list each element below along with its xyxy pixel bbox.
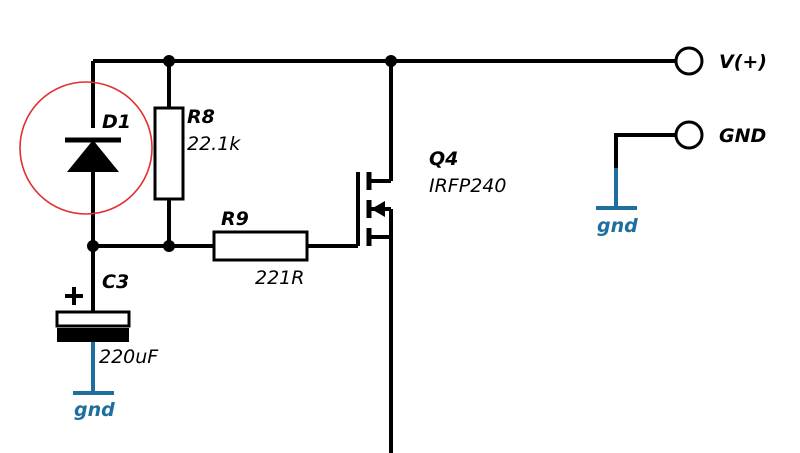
diode-d1 xyxy=(65,137,121,172)
resistor-r8 xyxy=(153,106,185,201)
c3-ref-label: C3 xyxy=(102,271,129,293)
gnd-terminal-label: GND xyxy=(719,125,766,147)
mosfet-q4 xyxy=(356,61,393,453)
junction-dot xyxy=(87,240,99,252)
junction-dot xyxy=(163,55,175,67)
q4-ref-label: Q4 xyxy=(429,148,458,170)
q4-value-label: IRFP240 xyxy=(429,175,506,197)
gnd-terminal xyxy=(674,120,704,150)
r9-value-label: 221R xyxy=(255,267,304,289)
r8-ref-label: R8 xyxy=(187,106,215,128)
vplus-terminal-label: V(+) xyxy=(719,51,767,73)
junction-dot xyxy=(163,240,175,252)
c3-value-label: 220uF xyxy=(99,346,159,368)
vplus-terminal xyxy=(674,46,704,76)
d1-highlight-circle xyxy=(19,81,153,215)
left-ground-label: gnd xyxy=(74,399,115,421)
right-ground-label: gnd xyxy=(597,215,638,237)
resistor-r9 xyxy=(212,230,309,262)
d1-ref-label: D1 xyxy=(102,111,131,133)
junction-dot xyxy=(385,55,397,67)
r8-value-label: 22.1k xyxy=(187,133,241,155)
capacitor-c3 xyxy=(55,287,131,342)
r9-ref-label: R9 xyxy=(221,208,249,230)
